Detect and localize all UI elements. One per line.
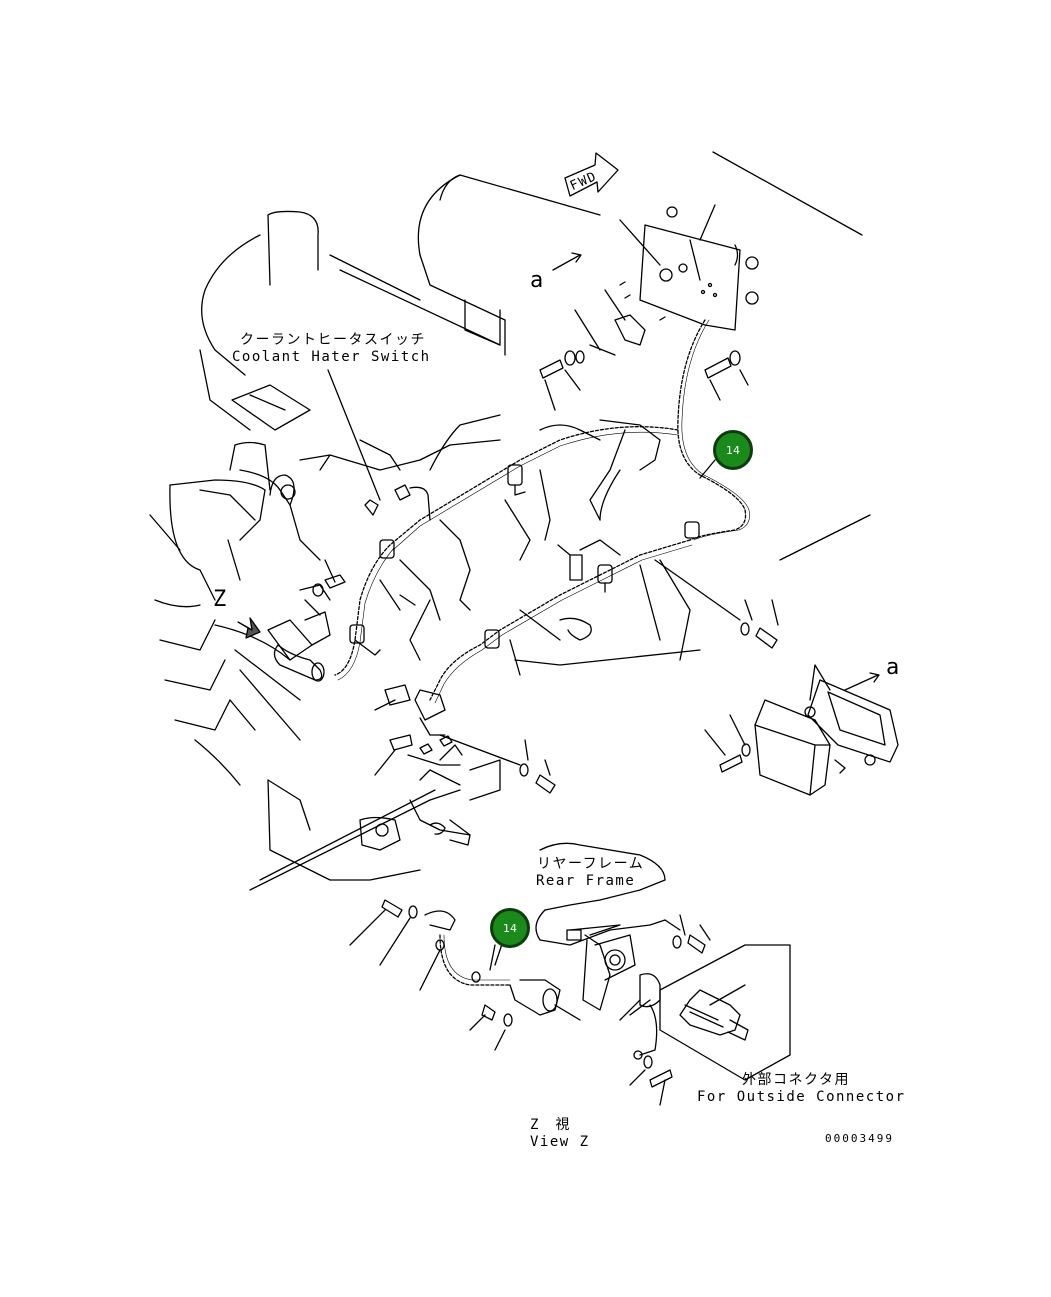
part-callout-14-top[interactable]: 14: [713, 430, 753, 470]
drawing-number: 00003499: [825, 1132, 894, 1145]
coolant-leader: [327, 369, 381, 501]
rear-frame-label-en: Rear Frame: [536, 873, 636, 889]
coolant-switch-label-en: Coolant Hater Switch: [232, 349, 431, 365]
fan: [149, 479, 301, 786]
part-callout-14-bottom[interactable]: 14: [490, 908, 530, 948]
bracket-plate: [619, 204, 759, 331]
view-z-label-en: View Z: [530, 1134, 590, 1150]
fuel-tank: [329, 151, 863, 356]
switch-assembly: [267, 559, 346, 682]
outside-connector-inset: [629, 914, 791, 1106]
a-arrow-top: [552, 252, 582, 271]
engine-block: [199, 210, 871, 676]
controller-box: [704, 664, 899, 796]
coolant-switch-label-jp: クーラントヒータスイッチ: [240, 332, 426, 348]
z-arrow: [237, 617, 261, 639]
outside-connector-label-en: For Outside Connector: [697, 1089, 906, 1105]
outside-connector-label-jp: 外部コネクタ用: [742, 1072, 850, 1088]
view-z-label-jp: Z 視: [530, 1117, 571, 1133]
top-fasteners: [539, 281, 749, 411]
z-label: Z: [213, 587, 227, 612]
right-fasteners: [439, 559, 779, 794]
rear-frame-label-jp: リヤーフレーム: [537, 856, 645, 872]
clamps: [349, 464, 700, 649]
a-label-right: a: [886, 655, 900, 680]
harness-top: [334, 319, 750, 704]
a-label-top: a: [530, 268, 544, 293]
fwd-arrow: [564, 152, 619, 197]
engine-lower: [249, 684, 501, 891]
callout-leader-1: [699, 459, 716, 479]
viewz-switch: [349, 899, 581, 1051]
